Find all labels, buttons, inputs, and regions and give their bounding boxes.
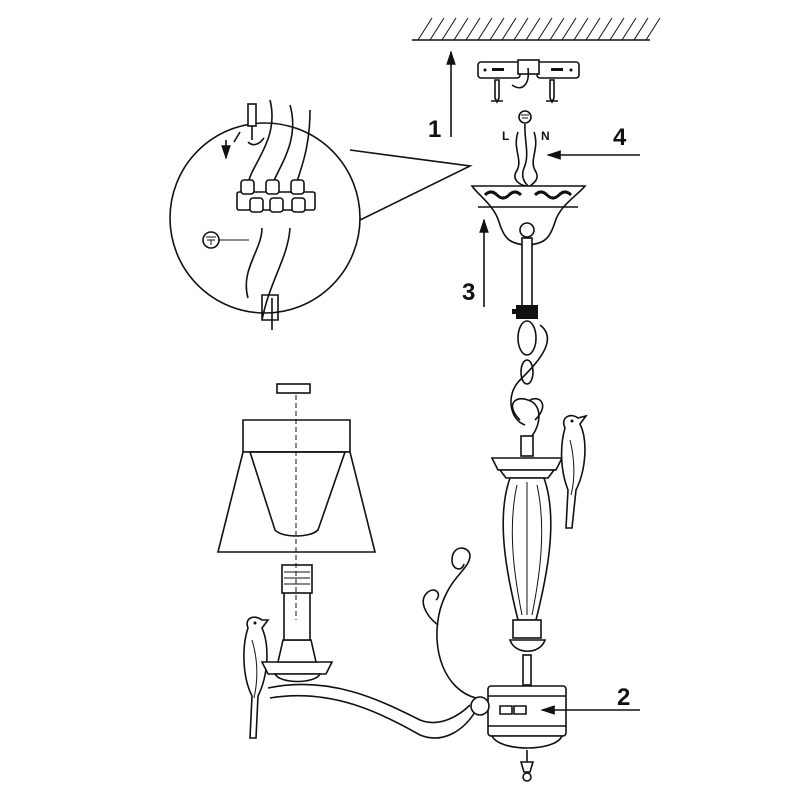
lampshade	[216, 383, 377, 620]
step-label-1: 1	[428, 116, 441, 143]
ceiling-hatch-line	[417, 17, 433, 41]
ceiling-hatch-line	[609, 17, 625, 41]
ceiling-canopy	[470, 185, 587, 246]
ceiling-hatch-line	[633, 17, 649, 41]
ceiling-hatch-line	[513, 17, 529, 41]
ceiling-hatch-line	[477, 17, 493, 41]
chandelier-arm	[267, 547, 490, 739]
step-label-4: 4	[613, 124, 627, 151]
ceiling-hatch-line	[549, 17, 565, 41]
ceiling-hatch-line	[429, 17, 445, 41]
ceiling-hatch-line	[525, 17, 541, 41]
bird-ornament-left	[243, 616, 270, 739]
ceiling-hatch-line	[585, 17, 601, 41]
screw-icon	[491, 79, 558, 104]
suspension-rod-and-chain	[510, 237, 549, 457]
step-label-3: 3	[462, 279, 475, 306]
ceiling-hatch-line	[645, 17, 661, 41]
ceiling-hatch-line	[465, 17, 481, 41]
ceiling-hatch-line	[561, 17, 577, 41]
candle-holder	[260, 564, 334, 683]
ceiling-hatch-line	[441, 17, 457, 41]
ceiling-hatch-line	[453, 17, 469, 41]
ceiling-hatch-line	[501, 17, 517, 41]
ceiling-hatch-line	[621, 17, 637, 41]
central-column	[487, 457, 567, 782]
wire-label-live: L	[502, 129, 509, 143]
ground-symbol-icon	[518, 110, 532, 124]
ceiling-hatch-line	[489, 17, 505, 41]
step-label-2: 2	[617, 684, 630, 711]
ceiling-hatch-line	[573, 17, 589, 41]
ceiling-hatch-line	[597, 17, 613, 41]
wire-label-neutral: N	[541, 129, 550, 143]
bird-ornament-right	[560, 414, 588, 529]
supply-wires	[514, 123, 538, 187]
mounting-bracket	[477, 59, 580, 89]
ceiling-hatch-line	[537, 17, 553, 41]
ceiling	[412, 17, 661, 41]
terminal-block-detail	[169, 99, 473, 330]
